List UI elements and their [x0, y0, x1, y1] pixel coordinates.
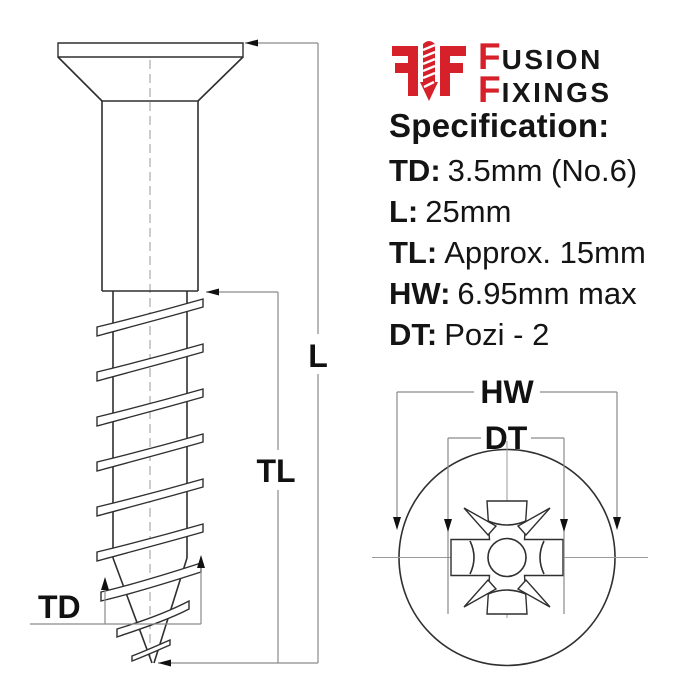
screw-shank	[101, 101, 199, 292]
spec-value: 3.5mm (No.6)	[447, 153, 638, 188]
spec-row-l: L:25mm	[389, 191, 646, 232]
pozi-tip-arcs	[469, 520, 545, 595]
arrow-down-icon	[444, 519, 452, 532]
dimension-label-HW: HW	[480, 374, 534, 410]
dimension-L: L	[245, 39, 328, 663]
screw-head-top	[57, 42, 244, 58]
brand-initial: F	[478, 69, 502, 110]
dimension-label-L: L	[308, 338, 328, 374]
brand-rest: IXINGS	[501, 77, 612, 108]
spec-value: Pozi - 2	[444, 317, 550, 352]
brand-line-2: FIXINGS	[478, 71, 612, 110]
dimension-DT: DT	[444, 420, 568, 614]
dimension-HW: HW	[393, 374, 621, 530]
dimension-TL: TL	[206, 288, 296, 663]
arrow-left-icon	[245, 39, 258, 47]
dimension-TD: TD	[30, 555, 205, 625]
screw-head-front-view	[372, 441, 648, 667]
screw-head-countersink	[57, 56, 244, 102]
arrow-left-icon	[206, 288, 219, 296]
pozi-center-circle	[487, 537, 527, 578]
brand-initial: F	[478, 36, 502, 77]
arrow-left-icon	[158, 659, 171, 667]
arrow-down-icon	[613, 517, 621, 530]
arrow-down-icon	[560, 519, 568, 532]
spec-label: TL:	[389, 235, 438, 270]
spec-value: Approx. 15mm	[444, 235, 646, 270]
spec-label: TD:	[389, 153, 441, 188]
dimension-label-TL: TL	[256, 453, 295, 489]
thread-flights	[96, 298, 204, 663]
spec-value: 6.95mm max	[457, 276, 637, 311]
specification-block: Specification: TD:3.5mm (No.6) L:25mm TL…	[389, 107, 646, 355]
spec-label: DT:	[389, 317, 438, 352]
spec-row-hw: HW:6.95mm max	[389, 273, 646, 314]
brand-name: FUSION FIXINGS	[478, 38, 612, 110]
spec-value: 25mm	[425, 194, 512, 229]
spec-label: L:	[389, 194, 419, 229]
arrow-down-icon	[393, 517, 401, 530]
brand-rest: USION	[501, 44, 603, 75]
pozi-wedges	[463, 507, 551, 608]
arrow-up-icon	[197, 555, 205, 568]
dimension-baseline	[158, 659, 318, 667]
brand-line-1: FUSION	[478, 38, 612, 77]
spec-row-td: TD:3.5mm (No.6)	[389, 150, 646, 191]
spec-label: HW:	[389, 276, 451, 311]
fusion-fixings-logo: FUSION FIXINGS	[388, 36, 612, 110]
spec-row-dt: DT:Pozi - 2	[389, 314, 646, 355]
screw-side-view	[57, 42, 244, 664]
dimension-label-DT: DT	[485, 420, 528, 456]
pozi-cross-recess	[450, 500, 564, 615]
spec-row-tl: TL:Approx. 15mm	[389, 232, 646, 273]
fusion-fixings-logo-icon	[392, 41, 466, 101]
arrow-up-icon	[101, 577, 109, 590]
specification-heading: Specification:	[389, 107, 610, 144]
dimension-label-TD: TD	[38, 589, 81, 625]
thread-core	[112, 291, 188, 558]
